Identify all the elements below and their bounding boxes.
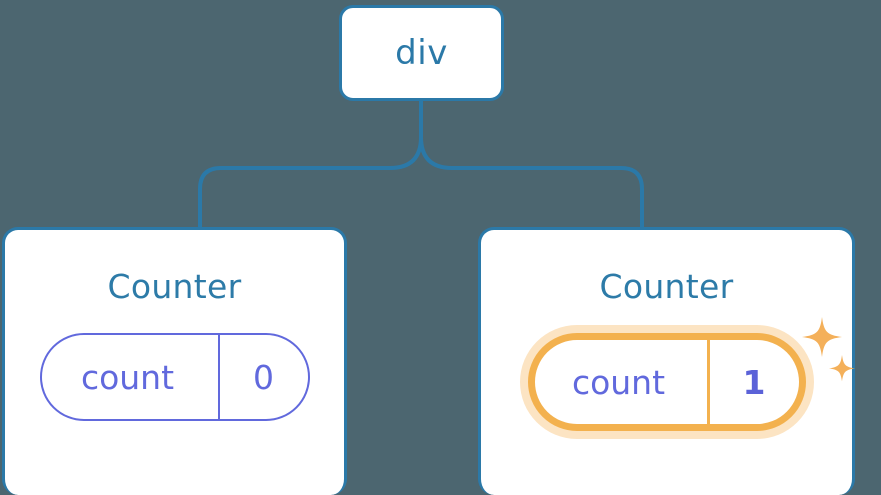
edge-root-to-right-child: [419, 99, 644, 229]
state-value-left: 0: [217, 335, 308, 419]
state-pill-left[interactable]: count 0: [39, 333, 310, 421]
state-value-right: 1: [706, 340, 799, 424]
state-pill-right-wrapper: count 1: [527, 317, 855, 431]
node-counter-left-label: Counter: [107, 267, 242, 306]
sparkle-icon: [801, 317, 842, 357]
node-counter-left[interactable]: Counter count 0: [2, 227, 347, 495]
node-div[interactable]: div: [339, 5, 504, 101]
node-counter-right-label: Counter: [599, 267, 734, 306]
state-pill-right[interactable]: count 1: [527, 333, 806, 431]
node-div-label: div: [395, 33, 448, 73]
state-key-right: count: [571, 362, 666, 402]
sparkle-icon: [828, 355, 855, 382]
node-counter-right[interactable]: Counter count 1: [478, 227, 855, 495]
sparkle-group: [798, 309, 858, 389]
state-key-left: count: [80, 357, 175, 397]
state-pill-left-wrapper: count 0: [39, 333, 310, 421]
edge-root-to-left-child: [198, 99, 423, 229]
